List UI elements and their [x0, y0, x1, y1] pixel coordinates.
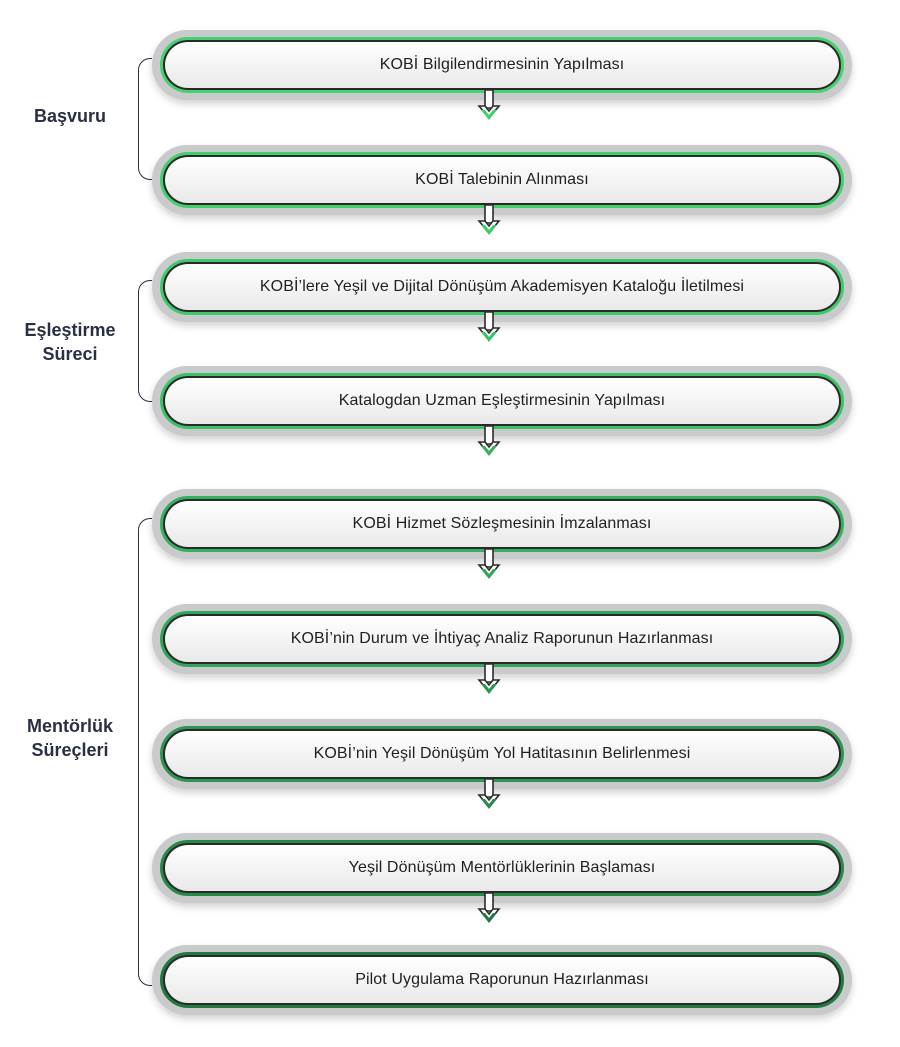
process-step: KOBİ’nin Durum ve İhtiyaç Analiz Raporun… — [152, 604, 852, 674]
arrow-head — [481, 332, 497, 342]
arrow-shaft — [484, 204, 494, 224]
down-arrow-icon — [477, 89, 501, 120]
step-ring: Yeşil Dönüşüm Mentörlüklerinin Başlaması — [160, 840, 844, 896]
group-label-mentorluk: Mentörlük Süreçleri — [10, 714, 130, 762]
step-ring: KOBİ Talebinin Alınması — [160, 152, 844, 208]
process-step: KOBİ’lere Yeşil ve Dijital Dönüşüm Akade… — [152, 252, 852, 322]
step-ring: KOBİ’nin Yeşil Dönüşüm Yol Hatitasının B… — [160, 726, 844, 782]
group-bracket-eslestirme — [138, 280, 152, 402]
step-ring: Katalogdan Uzman Eşleştirmesinin Yapılma… — [160, 373, 844, 429]
step-ring: KOBİ Bilgilendirmesinin Yapılması — [160, 37, 844, 93]
group-bracket-basvuru — [138, 58, 152, 180]
group-label-eslestirme: Eşleştirme Süreci — [10, 318, 130, 366]
step-ring: Pilot Uygulama Raporunun Hazırlanması — [160, 952, 844, 1008]
step-ring: KOBİ’nin Durum ve İhtiyaç Analiz Raporun… — [160, 611, 844, 667]
group-label-line: Mentörlük — [26, 716, 113, 736]
group-label-line: Eşleştirme — [24, 320, 116, 340]
group-label-line: Süreci — [42, 344, 98, 364]
down-arrow-icon — [477, 778, 501, 809]
arrow-shaft — [484, 778, 494, 798]
step-label: Katalogdan Uzman Eşleştirmesinin Yapılma… — [338, 392, 666, 409]
process-step: Yeşil Dönüşüm Mentörlüklerinin Başlaması — [152, 833, 852, 903]
down-arrow-icon — [477, 425, 501, 456]
arrow-head — [481, 569, 497, 579]
step-label: Yeşil Dönüşüm Mentörlüklerinin Başlaması — [348, 859, 656, 876]
process-step: KOBİ Talebinin Alınması — [152, 145, 852, 215]
down-arrow-icon — [477, 311, 501, 342]
arrow-head — [481, 446, 497, 456]
step-label: KOBİ’lere Yeşil ve Dijital Dönüşüm Akade… — [259, 278, 745, 295]
arrow-head — [481, 110, 497, 120]
step-label: Pilot Uygulama Raporunun Hazırlanması — [355, 971, 649, 988]
down-arrow-icon — [477, 663, 501, 694]
down-arrow-icon — [477, 892, 501, 923]
down-arrow-icon — [477, 548, 501, 579]
arrow-shaft — [484, 311, 494, 331]
group-label-line: Süreçleri — [31, 740, 109, 760]
arrow-head — [481, 225, 497, 235]
step-label: KOBİ Hizmet Sözleşmesinin İmzalanması — [352, 515, 652, 532]
group-label-basvuru: Başvuru — [10, 104, 130, 128]
group-label-line: Başvuru — [33, 106, 107, 126]
process-step: KOBİ’nin Yeşil Dönüşüm Yol Hatitasının B… — [152, 719, 852, 789]
process-step: Katalogdan Uzman Eşleştirmesinin Yapılma… — [152, 366, 852, 436]
step-ring: KOBİ Hizmet Sözleşmesinin İmzalanması — [160, 496, 844, 552]
group-bracket-mentorluk — [138, 518, 152, 986]
process-step: Pilot Uygulama Raporunun Hazırlanması — [152, 945, 852, 1015]
step-ring: KOBİ’lere Yeşil ve Dijital Dönüşüm Akade… — [160, 259, 844, 315]
arrow-shaft — [484, 548, 494, 568]
arrow-shaft — [484, 892, 494, 912]
arrow-shaft — [484, 425, 494, 445]
process-step: KOBİ Bilgilendirmesinin Yapılması — [152, 30, 852, 100]
arrow-shaft — [484, 89, 494, 109]
step-label: KOBİ’nin Yeşil Dönüşüm Yol Hatitasının B… — [313, 745, 691, 762]
arrow-head — [481, 913, 497, 923]
down-arrow-icon — [477, 204, 501, 235]
arrow-shaft — [484, 663, 494, 683]
process-step: KOBİ Hizmet Sözleşmesinin İmzalanması — [152, 489, 852, 559]
arrow-head — [481, 799, 497, 809]
arrow-head — [481, 684, 497, 694]
step-label: KOBİ Bilgilendirmesinin Yapılması — [379, 56, 625, 73]
step-label: KOBİ Talebinin Alınması — [415, 171, 589, 188]
step-label: KOBİ’nin Durum ve İhtiyaç Analiz Raporun… — [290, 630, 714, 647]
